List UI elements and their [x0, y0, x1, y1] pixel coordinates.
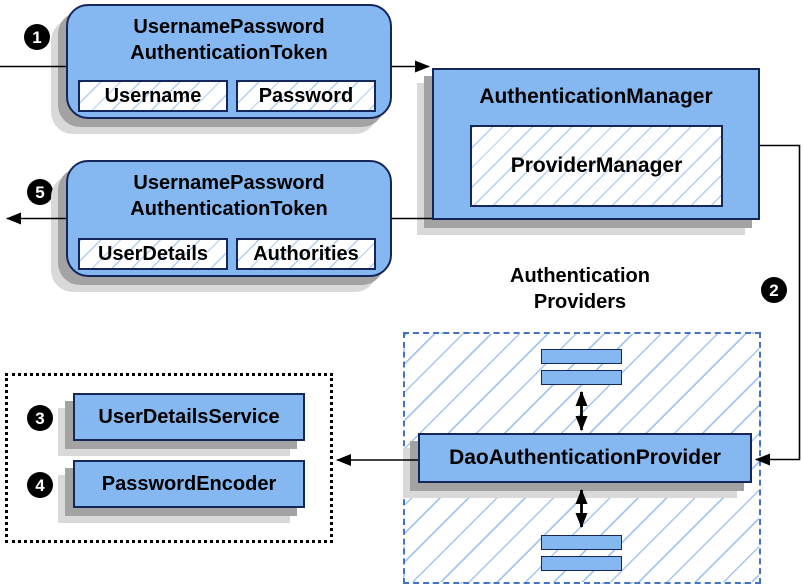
authentication-manager-box: AuthenticationManager ProviderManager — [432, 68, 760, 220]
response-token-title: UsernamePassword AuthenticationToken — [68, 170, 390, 222]
provider-placeholder-bar-top-1 — [541, 349, 622, 364]
password-chip-label: Password — [258, 84, 354, 107]
step-1-badge: 1 — [24, 24, 50, 50]
password-encoder-box: PasswordEncoder — [73, 460, 305, 508]
request-token-title-line1: UsernamePassword — [133, 16, 325, 38]
provider-placeholder-bar-bottom-2 — [541, 556, 622, 571]
user-details-chip: UserDetails — [78, 238, 228, 270]
response-token-title-line2: AuthenticationToken — [130, 198, 328, 220]
step-3-badge: 3 — [27, 405, 53, 431]
provider-placeholder-bar-top-2 — [541, 370, 622, 385]
step-5-number: 5 — [35, 182, 45, 202]
step-1-number: 1 — [32, 27, 42, 47]
step-2-badge: 2 — [761, 277, 787, 303]
step-4-number: 4 — [35, 475, 45, 495]
request-token-title-line2: AuthenticationToken — [130, 42, 328, 64]
step-5-badge: 5 — [27, 179, 53, 205]
response-token-box: UsernamePassword AuthenticationToken Use… — [66, 160, 392, 277]
provider-manager-box: ProviderManager — [470, 125, 723, 207]
services-group-box — [5, 373, 333, 543]
authorities-chip-label: Authorities — [253, 242, 359, 265]
user-details-service-box: UserDetailsService — [73, 393, 305, 441]
step-3-number: 3 — [35, 408, 45, 428]
response-token-title-line1: UsernamePassword — [133, 172, 325, 194]
authentication-manager-title: AuthenticationManager — [479, 85, 713, 108]
step-2-number: 2 — [769, 280, 779, 300]
request-token-box: UsernamePassword AuthenticationToken Use… — [66, 4, 392, 119]
providers-heading-line1: Authentication — [510, 265, 650, 287]
arrow-manager-to-dao-provider — [755, 144, 801, 466]
provider-placeholder-bar-bottom-1 — [541, 535, 622, 550]
password-chip: Password — [235, 80, 376, 112]
request-token-title: UsernamePassword AuthenticationToken — [68, 14, 390, 66]
username-chip: Username — [78, 80, 228, 112]
user-details-chip-label: UserDetails — [97, 242, 208, 265]
username-chip-label: Username — [104, 84, 202, 107]
authentication-providers-heading: Authentication Providers — [460, 263, 700, 315]
dao-authentication-provider-box: DaoAuthenticationProvider — [418, 433, 752, 483]
dao-authentication-provider-label: DaoAuthenticationProvider — [449, 446, 721, 469]
user-details-service-label: UserDetailsService — [98, 405, 280, 428]
provider-manager-label: ProviderManager — [510, 154, 683, 177]
step-4-badge: 4 — [27, 472, 53, 498]
authorities-chip: Authorities — [235, 238, 376, 270]
providers-heading-line2: Providers — [533, 291, 627, 313]
password-encoder-label: PasswordEncoder — [101, 472, 277, 495]
